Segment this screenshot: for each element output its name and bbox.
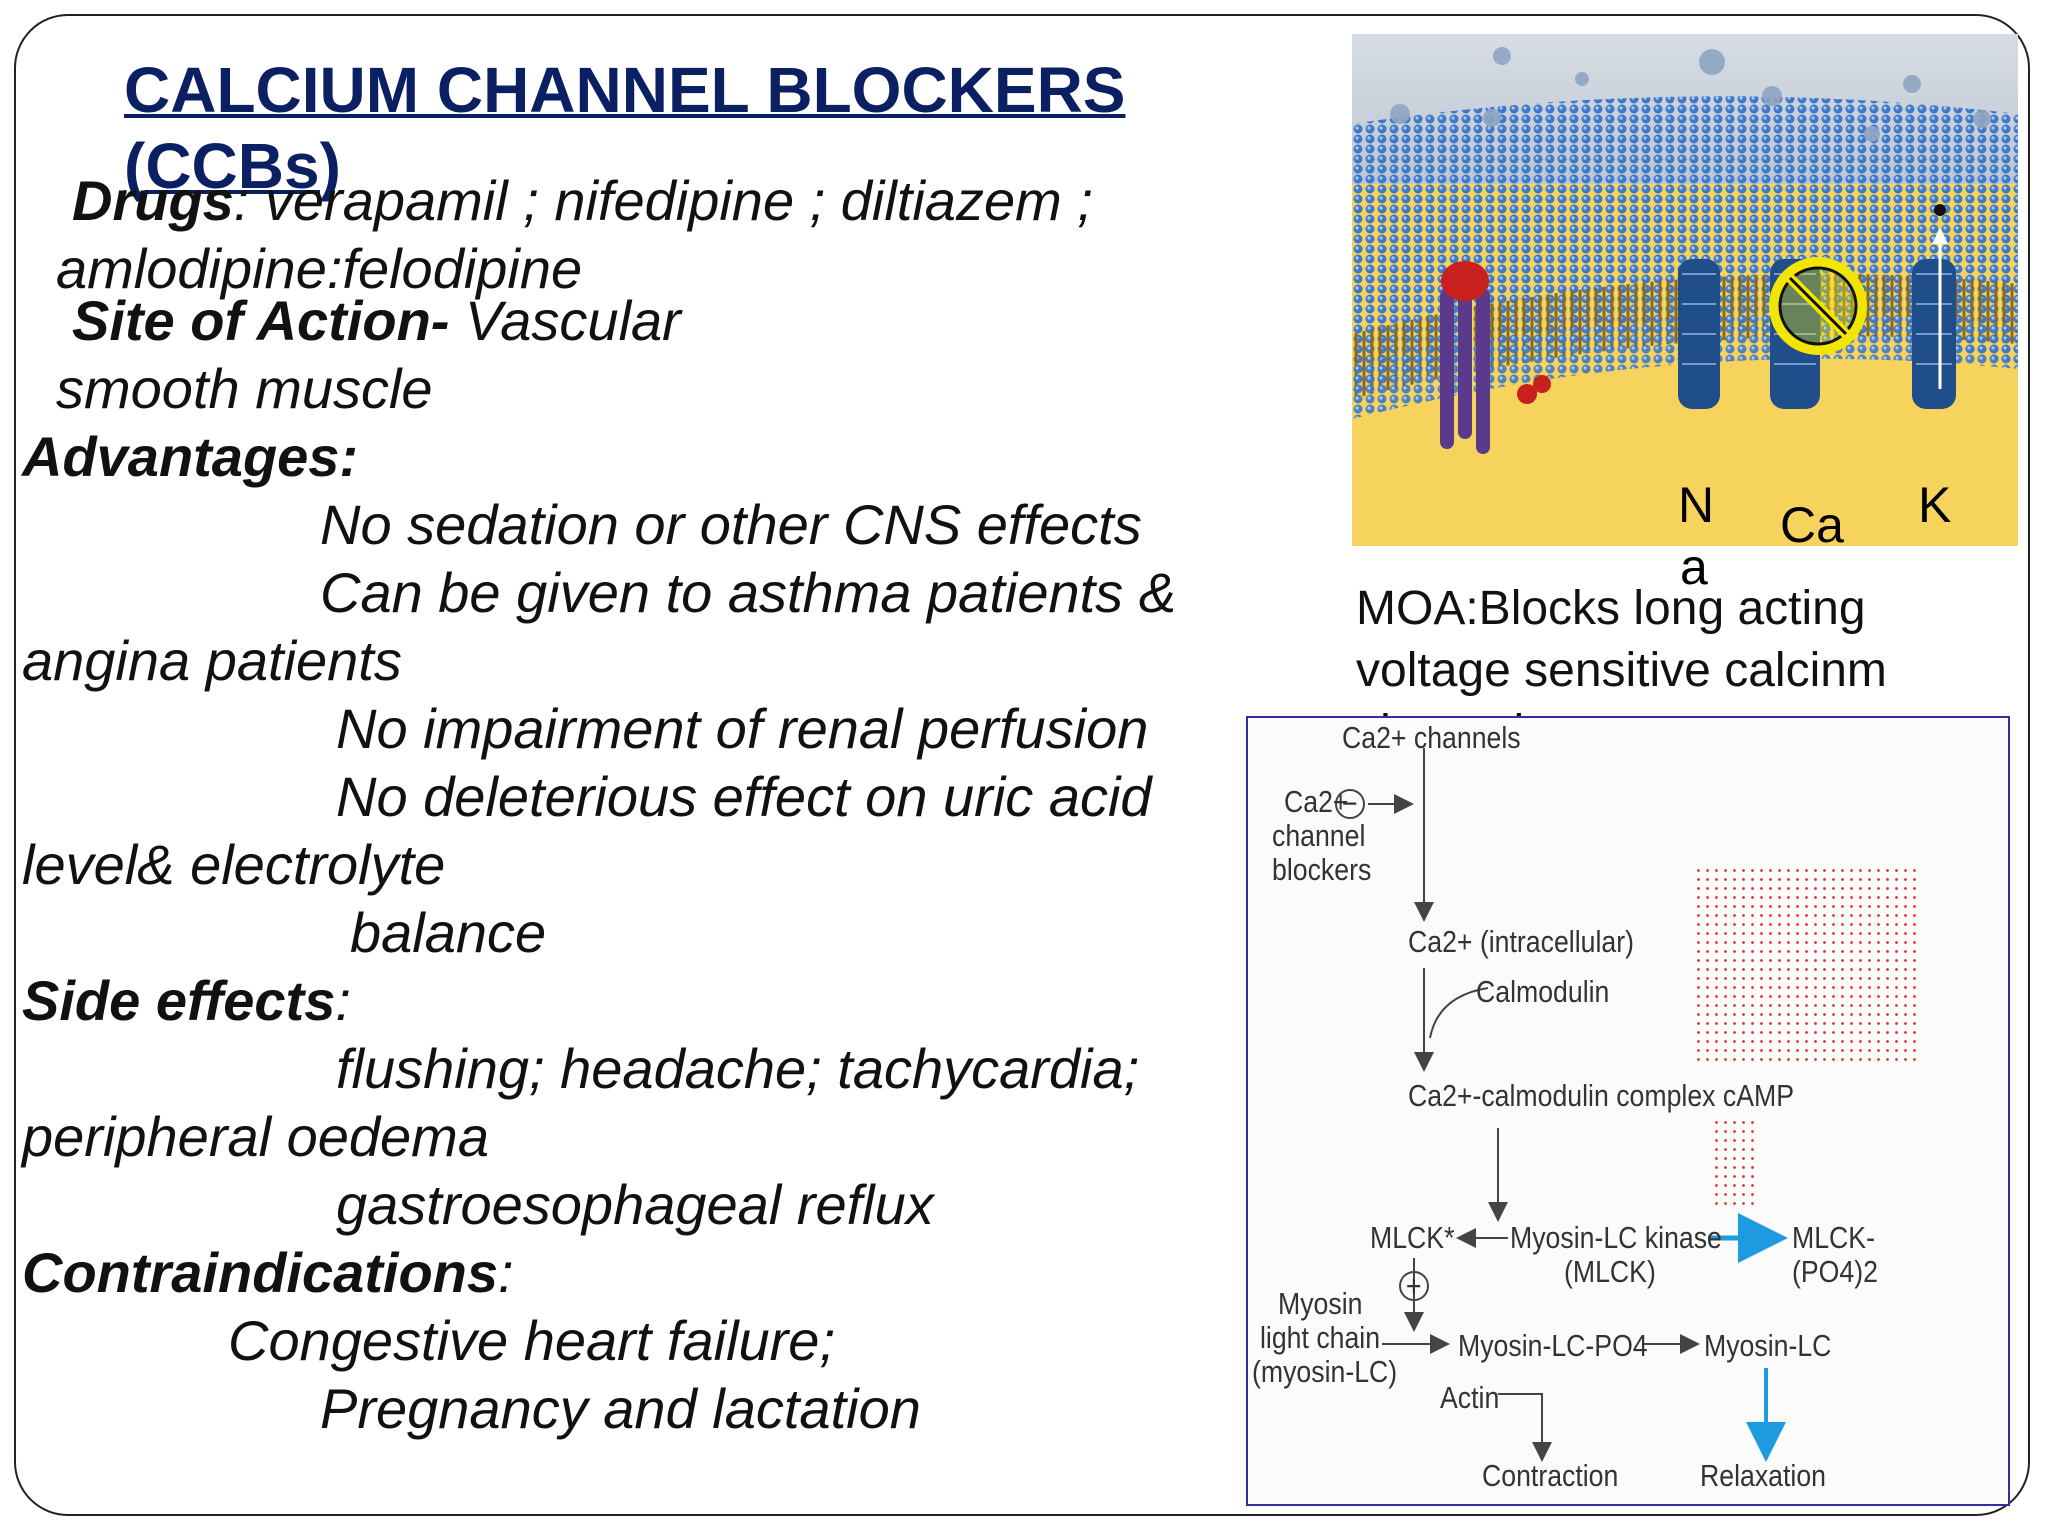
myosin-light-3: (myosin-LC) [1252, 1354, 1398, 1389]
contraindication-item: Pregnancy and lactation [320, 1377, 921, 1440]
side-effect-item: gastroesophageal reflux [336, 1173, 934, 1236]
side-effects-colon: : [335, 969, 351, 1032]
dotted-overlay [1694, 866, 1918, 1066]
relaxation-label: Relaxation [1700, 1458, 1826, 1493]
advantage-item: No impairment of renal perfusion [336, 697, 1149, 760]
channel-label-na-bottom: a [1680, 539, 1708, 595]
side-effect-item: peripheral oedema [22, 1105, 489, 1168]
prohibition-icon [1769, 257, 1867, 355]
advantage-item: level& electrolyte [22, 833, 446, 896]
drugs-text: : verapamil ; nifedipine ; diltiazem ; [233, 169, 1093, 232]
blockers-line-1: Ca2+ [1284, 784, 1349, 819]
drugs-label: Drugs [72, 169, 234, 232]
advantages-heading: Advantages: [22, 425, 359, 488]
mechanism-flowchart: − + Ca2+ channels Ca2+ channel blockers … [1246, 716, 2010, 1506]
side-effects-line: Side effects: [22, 968, 351, 1034]
myosin-lc-kinase: Myosin-LC kinase [1510, 1220, 1722, 1255]
actin-label: Actin [1440, 1380, 1500, 1415]
side-effect-item: flushing; headache; tachycardia; [336, 1037, 1140, 1100]
calmodulin-label: Calmodulin [1476, 974, 1610, 1009]
advantage-item: Can be given to asthma patients & [320, 561, 1177, 624]
myosin-light-2: light chain [1260, 1320, 1381, 1355]
blockers-line-2: channel [1272, 818, 1366, 853]
contra-line: Contraindications: [22, 1240, 514, 1306]
site-line: Site of Action- Vascular [72, 288, 681, 354]
site-text: Vascular [449, 289, 681, 352]
site-label: Site of Action- [72, 289, 450, 352]
channel-label-ca: Ca [1780, 497, 1844, 553]
site-text-2: smooth muscle [56, 357, 433, 420]
advantage-item: No deleterious effect on uric acid [336, 765, 1152, 828]
myosin-lc-po4: Myosin-LC-PO4 [1458, 1328, 1648, 1363]
drugs-text-2: amlodipine:felodipine [56, 237, 583, 300]
advantage-item: balance [350, 901, 547, 964]
plus-symbol: + [1406, 1268, 1422, 1303]
mlck-abbrev: (MLCK) [1564, 1254, 1656, 1289]
slide-frame [14, 14, 2030, 1516]
advantage-item: angina patients [22, 629, 402, 692]
drugs-line: Drugs: verapamil ; nifedipine ; diltiaze… [72, 168, 1093, 234]
ca-intracellular: Ca2+ (intracellular) [1408, 924, 1634, 959]
contraction-label: Contraction [1482, 1458, 1619, 1493]
dotted-overlay [1712, 1118, 1754, 1208]
contra-colon: : [498, 1241, 514, 1304]
minus-symbol: − [1342, 786, 1358, 821]
contra-heading: Contraindications [22, 1241, 499, 1304]
side-effects-heading: Side effects [22, 969, 336, 1032]
ca-channels-label: Ca2+ channels [1342, 720, 1521, 755]
blockers-line-3: blockers [1272, 852, 1372, 887]
flowchart-arrows [1335, 748, 1788, 1462]
channel-label-na-top: N [1678, 477, 1715, 533]
myosin-lc: Myosin-LC [1704, 1328, 1832, 1363]
membrane-illustration [1352, 34, 2018, 546]
calmodulin-complex: Ca2+-calmodulin complex cAMP [1408, 1078, 1794, 1113]
contraindication-item: Congestive heart failure; [228, 1309, 836, 1372]
mlck-po4-2: (PO4)2 [1792, 1254, 1878, 1289]
slide-title: CALCIUM CHANNEL BLOCKERS (CCBs) [124, 54, 1126, 202]
myosin-light-1: Myosin [1278, 1286, 1363, 1321]
mlck-po4-1: MLCK- [1792, 1220, 1875, 1255]
channel-label-k: K [1918, 477, 1952, 533]
mlck-star: MLCK* [1370, 1220, 1455, 1255]
advantage-item: No sedation or other CNS effects [320, 493, 1142, 556]
